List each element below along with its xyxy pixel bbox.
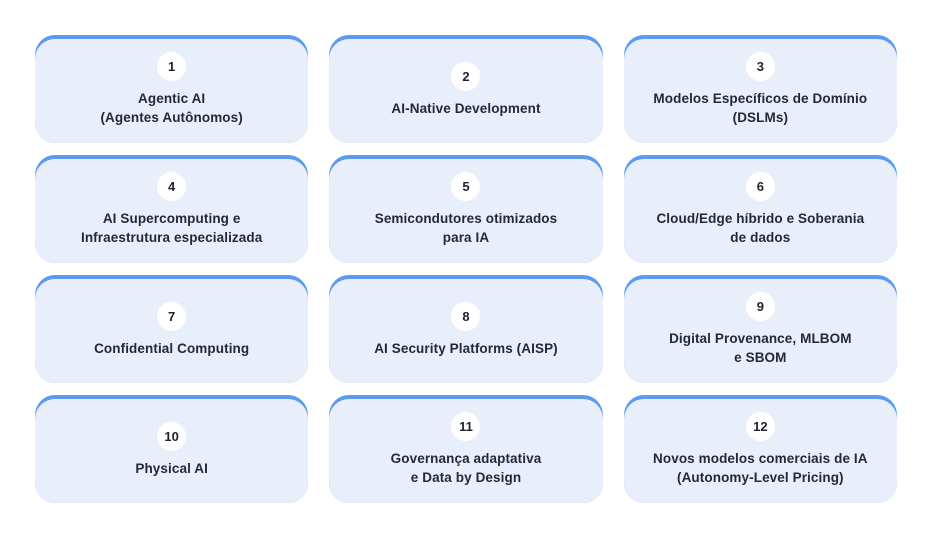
card-number-badge: 2 <box>451 61 481 91</box>
card-number-badge: 10 <box>157 421 187 451</box>
card-number-badge: 12 <box>745 412 775 442</box>
card-body: 3 Modelos Específicos de Domínio (DSLMs) <box>623 39 897 143</box>
card-agentic-ai: 1 Agentic AI (Agentes Autônomos) <box>35 35 309 143</box>
card-body: 8 AI Security Platforms (AISP) <box>329 279 603 383</box>
card-novos-modelos-comerciais: 12 Novos modelos comerciais de IA (Auton… <box>623 395 897 503</box>
card-number-badge: 3 <box>745 52 775 82</box>
card-title: Modelos Específicos de Domínio (DSLMs) <box>653 91 868 125</box>
card-number-badge: 7 <box>157 301 187 331</box>
card-number-badge: 4 <box>157 172 187 202</box>
card-title: Semicondutores otimizados para IA <box>374 211 558 245</box>
card-confidential-computing: 7 Confidential Computing <box>35 275 309 383</box>
card-ai-native-development: 2 AI-Native Development <box>329 35 603 143</box>
card-body: 4 AI Supercomputing e Infraestrutura esp… <box>35 159 309 263</box>
card-number-badge: 1 <box>157 52 187 82</box>
card-modelos-especificos-dominio: 3 Modelos Específicos de Domínio (DSLMs) <box>623 35 897 143</box>
card-physical-ai: 10 Physical AI <box>35 395 309 503</box>
card-ai-supercomputing: 4 AI Supercomputing e Infraestrutura esp… <box>35 155 309 263</box>
card-title: AI Security Platforms (AISP) <box>374 340 558 356</box>
card-number-badge: 5 <box>451 172 481 202</box>
card-ai-security-platforms: 8 AI Security Platforms (AISP) <box>329 275 603 383</box>
card-body: 12 Novos modelos comerciais de IA (Auton… <box>623 399 897 503</box>
card-number-badge: 6 <box>745 172 775 202</box>
card-title: Cloud/Edge híbrido e Soberania de dados <box>656 211 865 245</box>
card-digital-provenance: 9 Digital Provenance, MLBOM e SBOM <box>623 275 897 383</box>
card-body: 5 Semicondutores otimizados para IA <box>329 159 603 263</box>
card-number-badge: 9 <box>745 292 775 322</box>
card-title: Physical AI <box>135 460 208 476</box>
card-body: 11 Governança adaptativa e Data by Desig… <box>329 399 603 503</box>
card-body: 7 Confidential Computing <box>35 279 309 383</box>
card-governanca-adaptativa: 11 Governança adaptativa e Data by Desig… <box>329 395 603 503</box>
card-body: 6 Cloud/Edge híbrido e Soberania de dado… <box>623 159 897 263</box>
card-title: Digital Provenance, MLBOM e SBOM <box>669 331 852 365</box>
card-body: 2 AI-Native Development <box>329 39 603 143</box>
card-semicondutores-otimizados: 5 Semicondutores otimizados para IA <box>329 155 603 263</box>
card-number-badge: 11 <box>451 412 481 442</box>
card-cloud-edge-hibrido: 6 Cloud/Edge híbrido e Soberania de dado… <box>623 155 897 263</box>
card-title: Agentic AI (Agentes Autônomos) <box>100 91 243 125</box>
card-title: AI Supercomputing e Infraestrutura espec… <box>80 211 263 245</box>
card-body: 9 Digital Provenance, MLBOM e SBOM <box>623 279 897 383</box>
card-body: 10 Physical AI <box>35 399 309 503</box>
card-title: Confidential Computing <box>94 340 250 356</box>
card-title: Novos modelos comerciais de IA (Autonomy… <box>653 451 868 485</box>
card-title: AI-Native Development <box>391 100 541 116</box>
card-title: Governança adaptativa e Data by Design <box>390 451 542 485</box>
card-body: 1 Agentic AI (Agentes Autônomos) <box>35 39 309 143</box>
card-number-badge: 8 <box>451 301 481 331</box>
